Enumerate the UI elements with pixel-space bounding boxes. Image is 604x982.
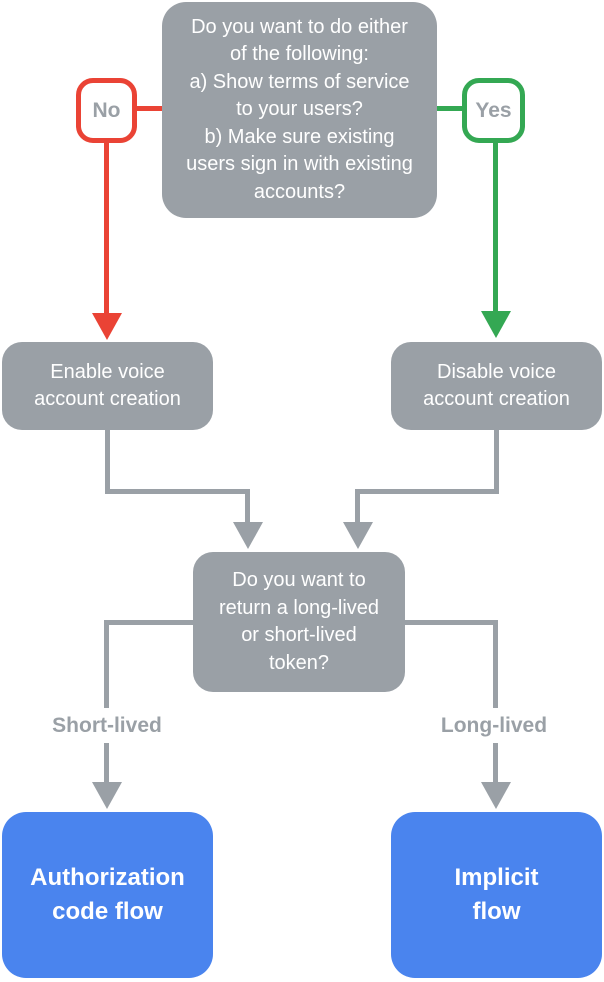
implicit-flow-node: Implicit flow: [391, 812, 602, 978]
enable-voice-account-creation-node: Enable voice account creation: [2, 342, 213, 430]
text-line: flow: [472, 898, 521, 925]
text-line: Do you want to do either: [191, 15, 408, 38]
no-arrowhead-icon: [92, 313, 122, 340]
text-line: account creation: [423, 388, 570, 410]
short-lived-label: Short-lived: [22, 708, 192, 743]
long-lived-arrowhead-icon: [481, 782, 511, 809]
token-question-node: Do you want to return a long-lived or sh…: [193, 552, 405, 692]
text-line: code flow: [52, 898, 163, 925]
enable-connector-horizontal: [105, 489, 250, 494]
authorization-code-flow-node: Authorization code flow: [2, 812, 213, 978]
text-line: or short-lived: [241, 624, 357, 646]
text-line: account creation: [34, 388, 181, 410]
enable-connector-vertical-2: [245, 489, 250, 524]
short-lived-connector-horizontal: [106, 620, 193, 625]
no-badge-label: No: [92, 98, 121, 122]
text-line: users sign in with existing: [186, 153, 413, 176]
disable-voice-account-creation-node: Disable voice account creation: [391, 342, 602, 430]
short-lived-connector-vertical: [104, 620, 109, 783]
short-lived-label-text: Short-lived: [52, 713, 162, 737]
long-lived-connector-vertical: [493, 620, 498, 783]
no-connector-horizontal: [137, 106, 162, 111]
text-line: to your users?: [236, 98, 363, 121]
root-question-node: Do you want to do either of the followin…: [162, 2, 437, 218]
yes-connector-horizontal: [437, 106, 462, 111]
enable-connector-vertical: [105, 430, 110, 494]
short-lived-arrowhead-icon: [92, 782, 122, 809]
yes-connector-vertical: [493, 140, 498, 313]
disable-arrowhead-icon: [343, 522, 373, 549]
yes-badge-label: Yes: [475, 98, 512, 122]
long-lived-label: Long-lived: [410, 708, 578, 743]
text-line: accounts?: [253, 180, 346, 203]
text-line: Authorization: [30, 864, 185, 891]
text-line: Disable voice: [437, 361, 556, 383]
no-connector-vertical: [104, 140, 109, 315]
text-line: a) Show terms of service: [189, 70, 410, 93]
enable-arrowhead-icon: [233, 522, 263, 549]
text-line: token?: [268, 651, 330, 674]
long-lived-connector-horizontal: [405, 620, 497, 625]
disable-connector-vertical: [494, 430, 499, 494]
yes-arrowhead-icon: [481, 311, 511, 338]
disable-connector-vertical-2: [355, 489, 360, 524]
yes-badge: Yes: [462, 78, 525, 143]
text-line: Implicit: [454, 864, 539, 891]
text-line: b) Make sure existing: [204, 125, 395, 148]
no-badge: No: [76, 78, 137, 143]
text-line: of the following:: [230, 43, 369, 66]
text-line: return a long-lived: [218, 596, 380, 619]
disable-connector-horizontal: [355, 489, 499, 494]
text-line: Do you want to: [232, 569, 366, 591]
long-lived-label-text: Long-lived: [440, 713, 548, 737]
text-line: Enable voice: [50, 361, 165, 383]
